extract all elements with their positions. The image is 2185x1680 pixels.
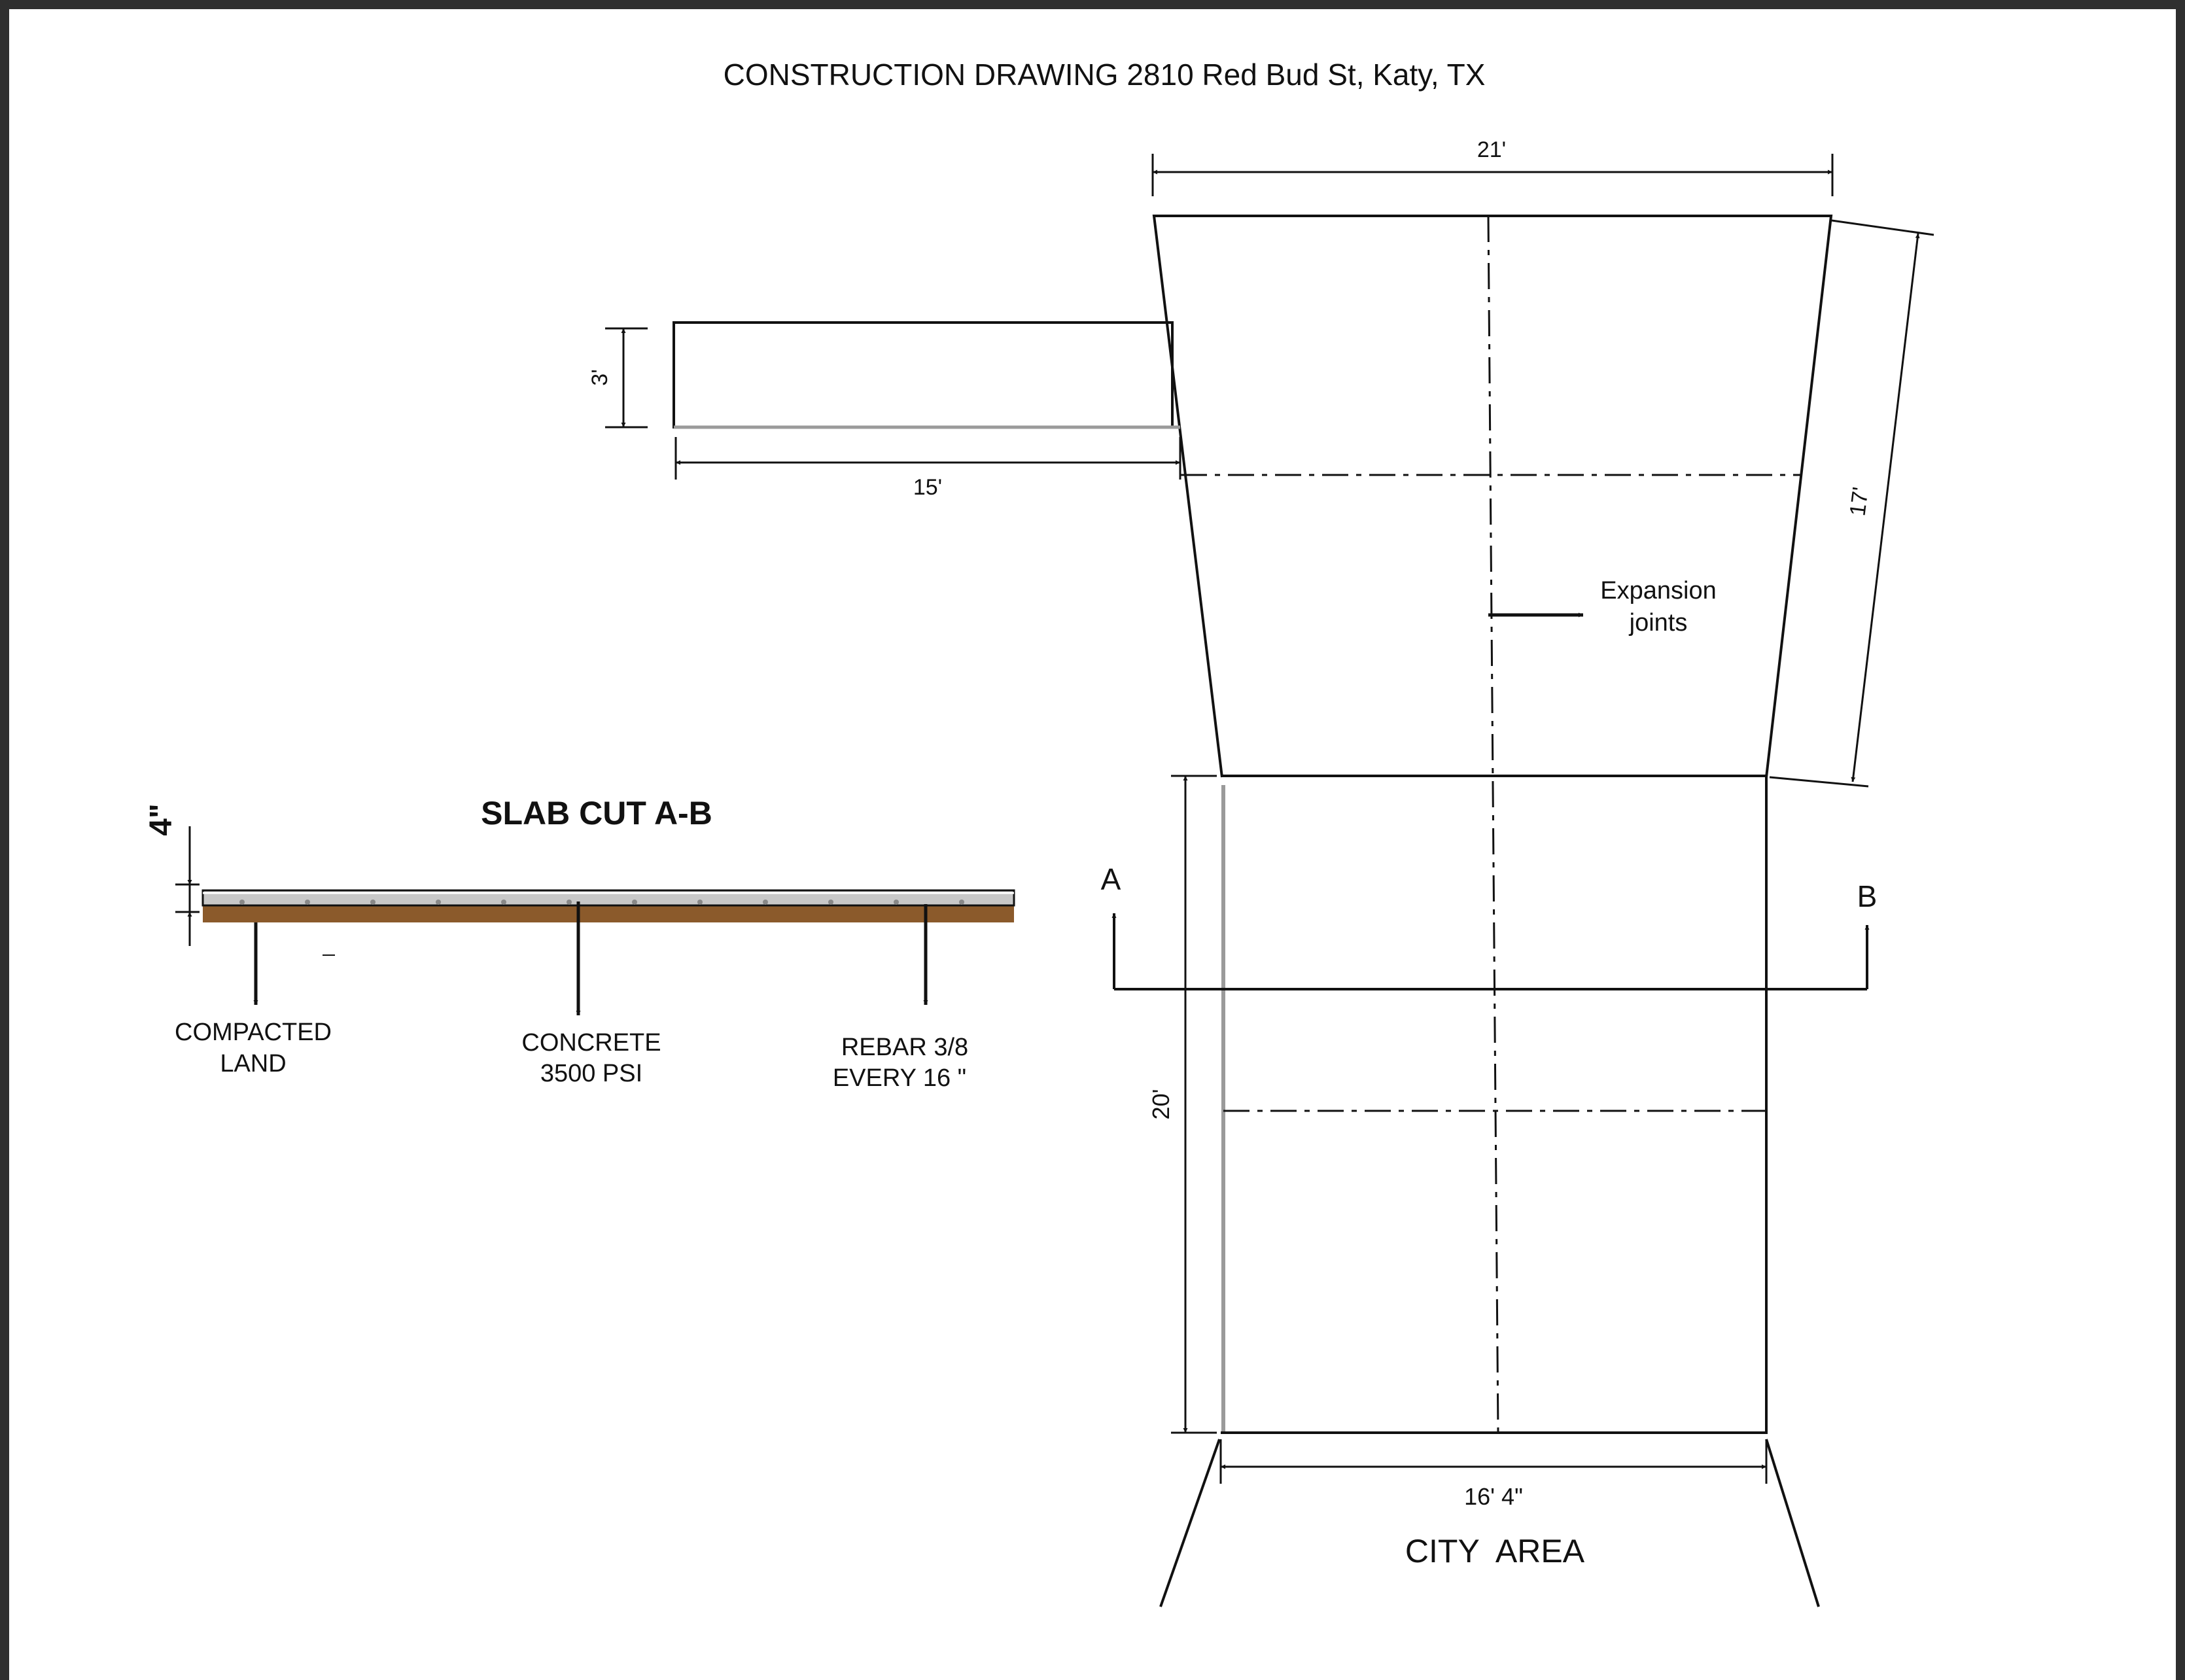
land-label-line1: COMPACTED [175, 1019, 332, 1046]
land-label-line2: LAND [220, 1050, 286, 1077]
paper [9, 9, 2176, 1680]
rebar-dots [239, 900, 964, 905]
concrete-label-line2: 3500 PSI [540, 1060, 642, 1087]
drawing-title: CONSTRUCTION DRAWING 2810 Red Bud St, Ka… [724, 58, 1486, 92]
expansion-joint-centerline [1487, 215, 1499, 1433]
flare-left [1159, 1439, 1221, 1607]
slab-thickness-label: 4" [144, 803, 179, 835]
dim-walk-width-label: 3' [587, 369, 612, 385]
soil-layer [203, 905, 1014, 922]
slab-cut-title: SLAB CUT A-B [481, 795, 712, 831]
dim-walk-length-label: 15' [913, 475, 942, 500]
dim-lower-length-label: 20' [1147, 1089, 1174, 1120]
dimension-lines [605, 154, 1934, 1484]
dim-right-ext-bottom [1769, 776, 1869, 788]
expansion-joints-label-line1: Expansion [1600, 577, 1716, 604]
dim-bottom-width-label: 16' 4" [1464, 1483, 1523, 1510]
rebar-label-line1: REBAR 3/8 [841, 1034, 968, 1061]
flare-right [1765, 1439, 1820, 1607]
concrete-layer [201, 889, 1015, 907]
rebar-label-line2: EVERY 16 " [833, 1064, 966, 1092]
concrete-label-line1: CONCRETE [521, 1029, 661, 1057]
section-b-label: B [1857, 879, 1878, 913]
slab-leader-arrows [253, 901, 928, 1015]
dim-right-side-label: 17' [1845, 485, 1874, 517]
section-a-label: A [1101, 862, 1121, 896]
dim-right-ext-top [1831, 219, 1934, 236]
slab-section-detail: SLAB CUT A-B 4" COMPACTED LAND CONCRETE … [144, 795, 1015, 1092]
slab-thickness-dim [175, 826, 200, 946]
dim-right-side [1851, 233, 1920, 782]
plan-view [673, 215, 1870, 1607]
upper-slab-outline [1152, 215, 1833, 778]
dim-top-width-label: 21' [1477, 137, 1506, 162]
expansion-joints-label-line2: joints [1629, 609, 1688, 637]
city-area-label: CITY AREA [1405, 1533, 1585, 1569]
